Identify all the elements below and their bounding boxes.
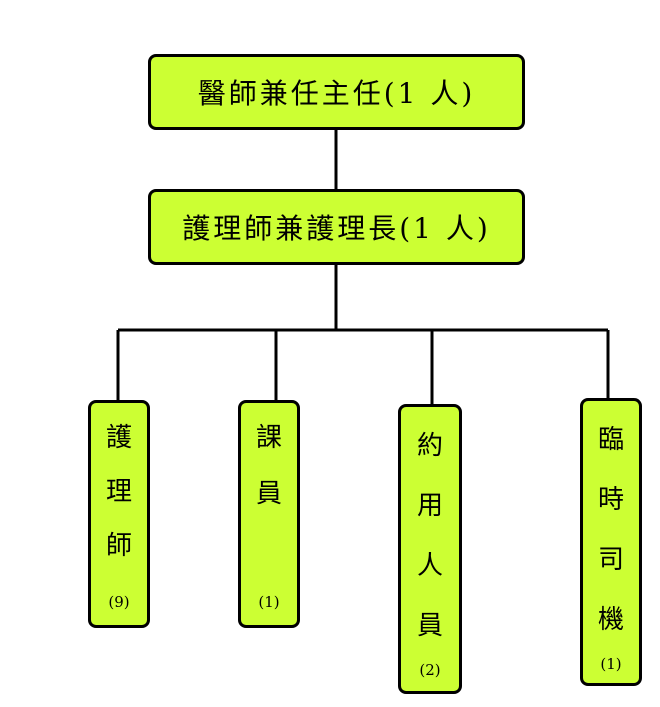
staff-count-driver: (1) — [600, 655, 622, 673]
staff-char: 機 — [597, 605, 624, 635]
staff-count-nurses: (9) — [108, 593, 130, 611]
staff-count-contract: (2) — [419, 661, 441, 679]
staff-box-clerk: 課 員 (1) — [238, 400, 300, 628]
staff-char: 司 — [597, 545, 624, 575]
head-nurse-title: 護理師兼護理長 — [182, 212, 400, 245]
staff-box-nurses: 護 理 師 (9) — [88, 400, 150, 628]
staff-char: 師 — [105, 531, 132, 561]
staff-char: 理 — [105, 477, 132, 507]
head-nurse-count: (1 人) — [399, 212, 491, 245]
director-count: (1 人) — [383, 77, 476, 110]
staff-char: 約 — [416, 431, 443, 461]
staff-count-clerk: (1) — [258, 593, 280, 611]
staff-char: 時 — [597, 485, 624, 515]
staff-char: 課 — [255, 423, 282, 453]
director-box: 醫師兼任主任(1 人) — [148, 54, 525, 130]
staff-char: 臨 — [597, 425, 624, 455]
staff-box-driver: 臨 時 司 機 (1) — [580, 398, 642, 686]
staff-char: 用 — [416, 491, 443, 521]
director-title: 醫師兼任主任 — [197, 77, 384, 110]
staff-char: 人 — [416, 551, 443, 581]
staff-char: 護 — [105, 423, 132, 453]
staff-box-contract: 約 用 人 員 (2) — [398, 404, 462, 694]
staff-char: 員 — [416, 611, 443, 641]
staff-char: 員 — [255, 479, 282, 509]
head-nurse-box: 護理師兼護理長(1 人) — [148, 189, 525, 265]
